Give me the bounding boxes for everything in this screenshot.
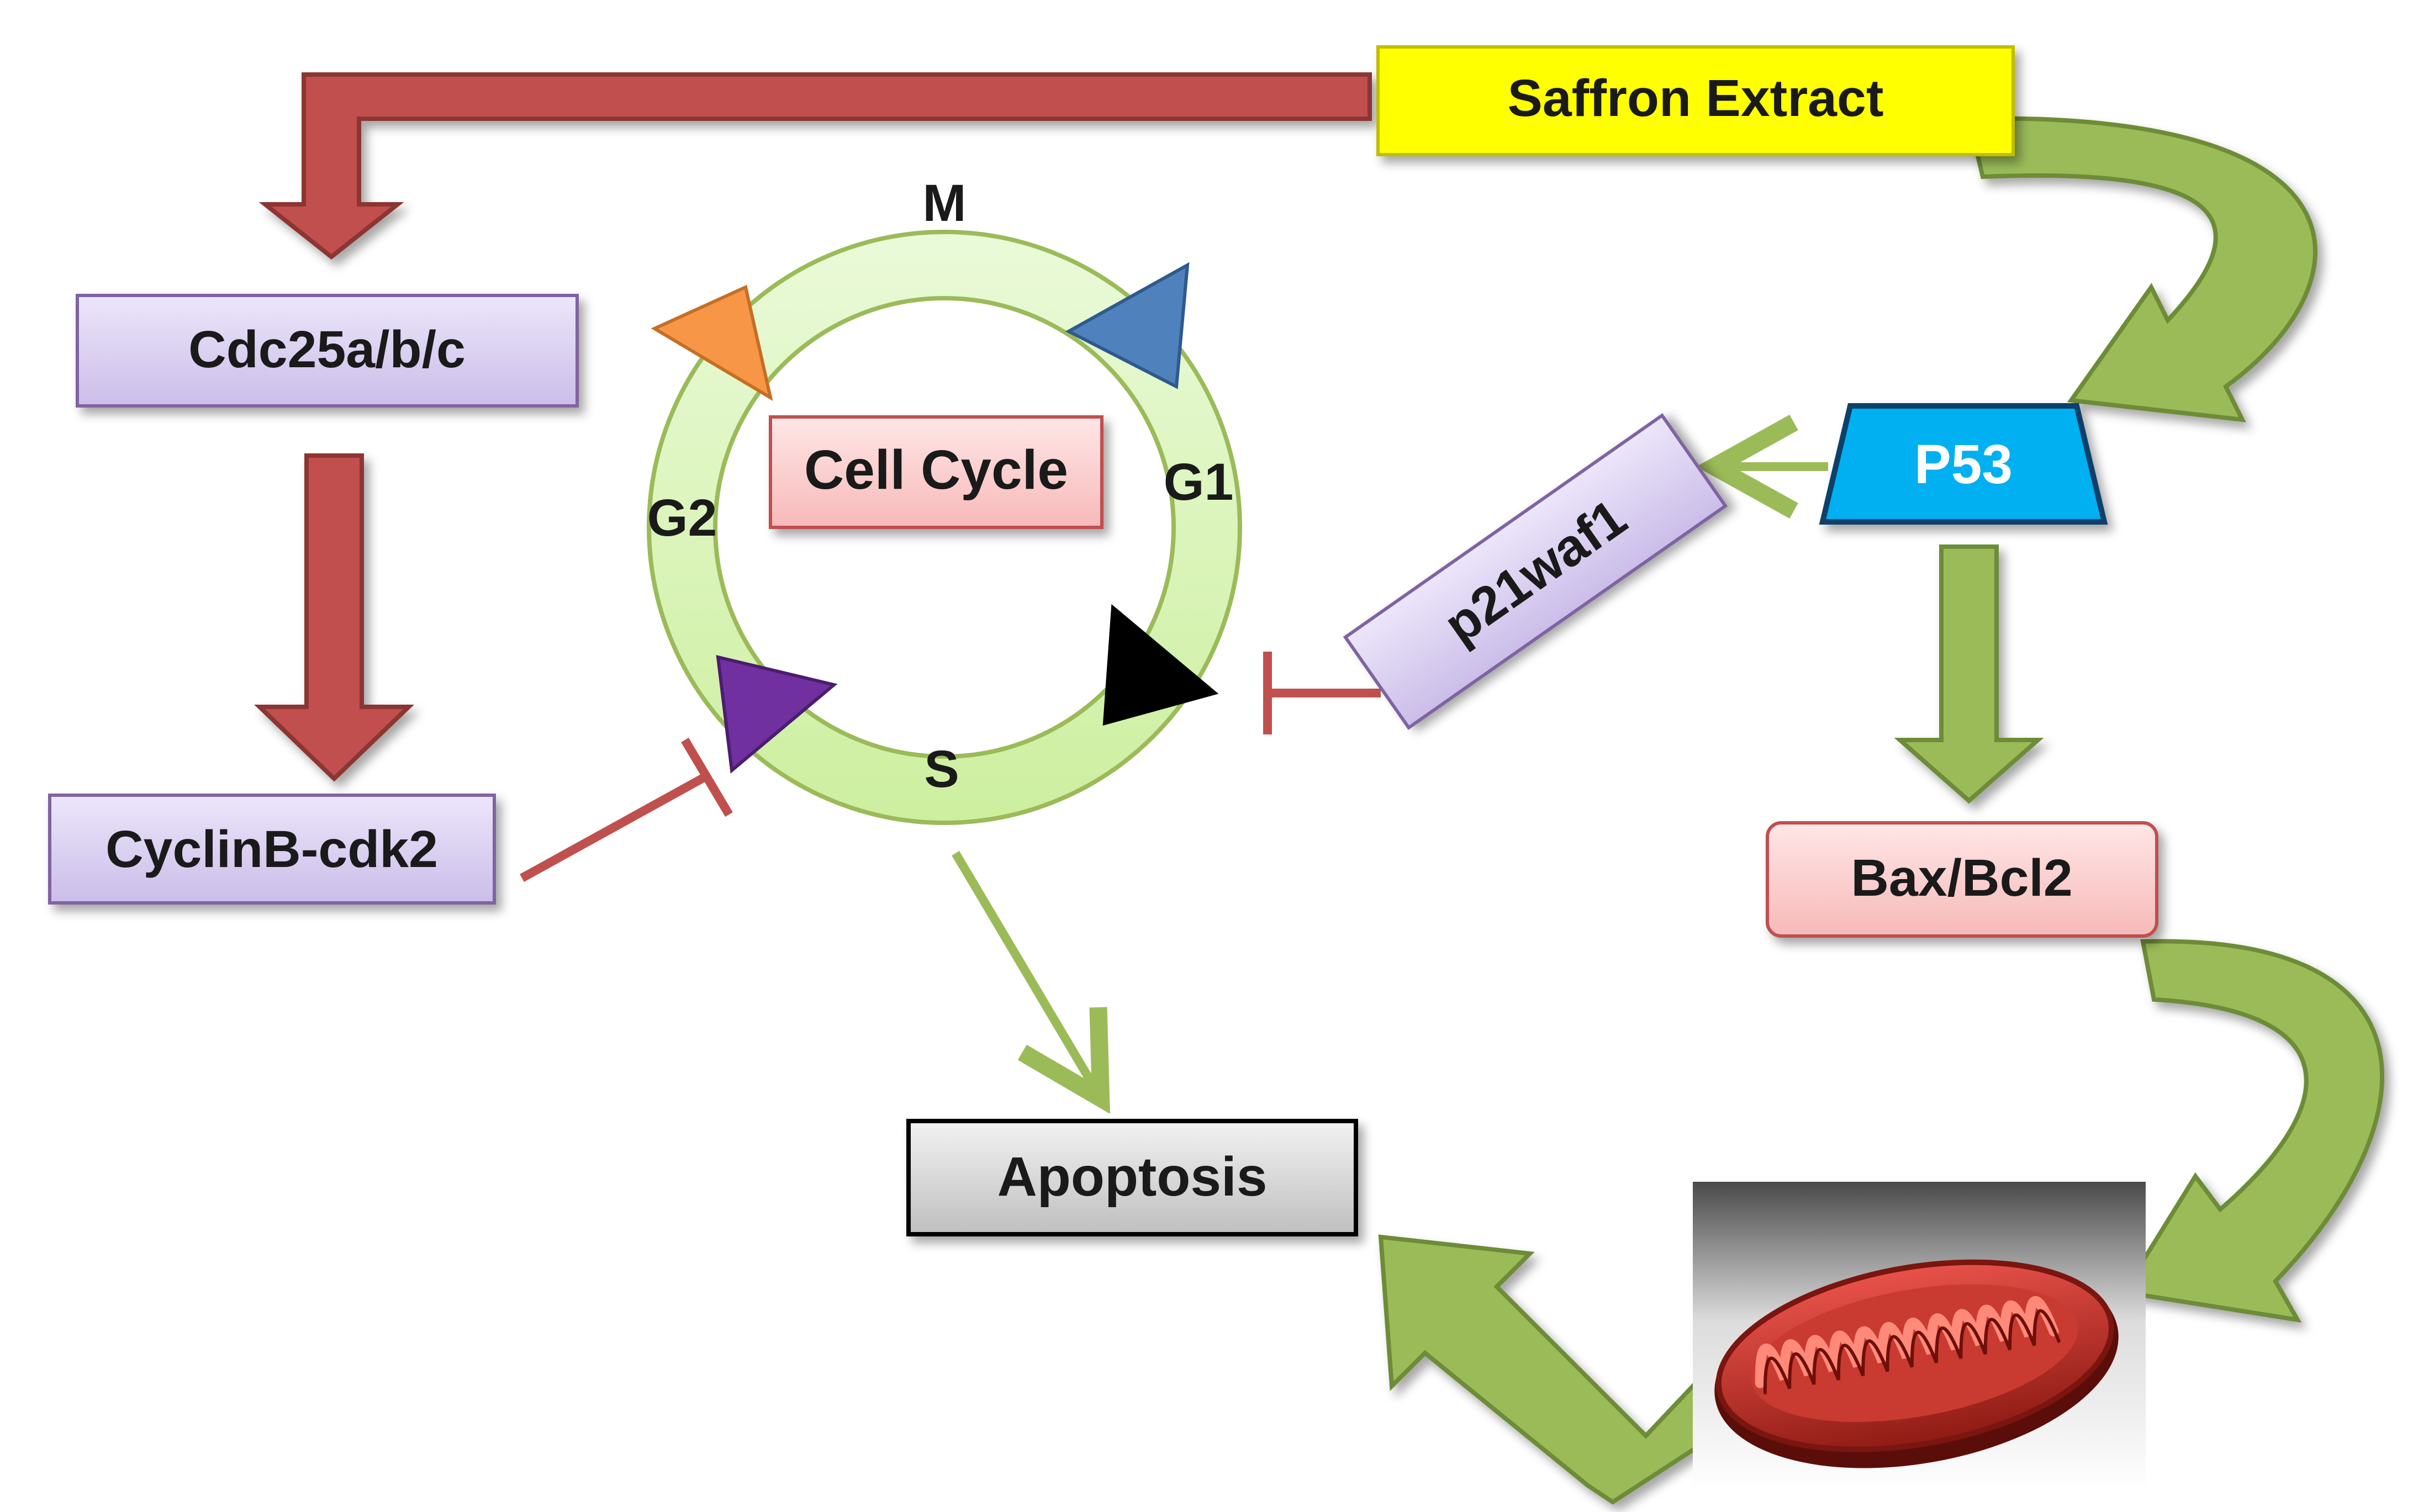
bax-bcl2-box xyxy=(1766,821,2158,938)
apoptosis-box xyxy=(906,1119,1358,1236)
p53-box xyxy=(1819,403,2108,525)
p21-box-group: p21waf1 xyxy=(1343,413,1728,730)
cell-cycle-box xyxy=(769,415,1103,529)
saffron-extract-label: Saffron Extract xyxy=(1507,69,1883,128)
mitochondria-to-apoptosis-arrow xyxy=(1378,1234,1726,1505)
m-phase-arrow-icon xyxy=(1065,262,1190,389)
mitochondrion-icon xyxy=(1693,1182,2146,1491)
s-phase-arrow-icon xyxy=(716,655,838,774)
cdc25-label: Cdc25a/b/c xyxy=(188,320,466,379)
phase-s-label: S xyxy=(924,740,959,799)
cdc25-box xyxy=(76,294,579,408)
saffron-extract-box xyxy=(1376,45,2015,156)
cdc25-to-cyclin-arrow xyxy=(254,453,414,782)
apoptosis-label: Apoptosis xyxy=(997,1146,1268,1208)
p53-to-bax-arrow xyxy=(1894,544,2044,804)
cell-cycle-label: Cell Cycle xyxy=(804,439,1068,501)
phase-g2-label: G2 xyxy=(647,489,717,547)
g2-phase-arrow-icon xyxy=(651,284,773,401)
phase-m-label: M xyxy=(922,174,966,232)
saffron-to-p53-curved-arrow xyxy=(1966,116,2317,422)
g1-phase-arrow-icon xyxy=(1102,604,1219,726)
bax-bcl2-label: Bax/Bcl2 xyxy=(1851,849,2072,907)
bax-to-mitochondria-curved-arrow xyxy=(2120,939,2384,1323)
cyclin-box xyxy=(48,794,496,905)
p53-label: P53 xyxy=(1914,433,2013,495)
p21-inhibits-cell-cycle xyxy=(1263,652,1381,734)
cyclin-label: CyclinB-cdk2 xyxy=(105,820,438,879)
p21-box xyxy=(1343,413,1728,730)
phase-g1-label: G1 xyxy=(1164,453,1234,511)
saffron-to-cdc25-arrow xyxy=(258,72,1372,260)
cyclin-inhibits-cell-cycle xyxy=(520,737,733,882)
cell-cycle-to-apoptosis-arrow xyxy=(952,850,1096,1091)
